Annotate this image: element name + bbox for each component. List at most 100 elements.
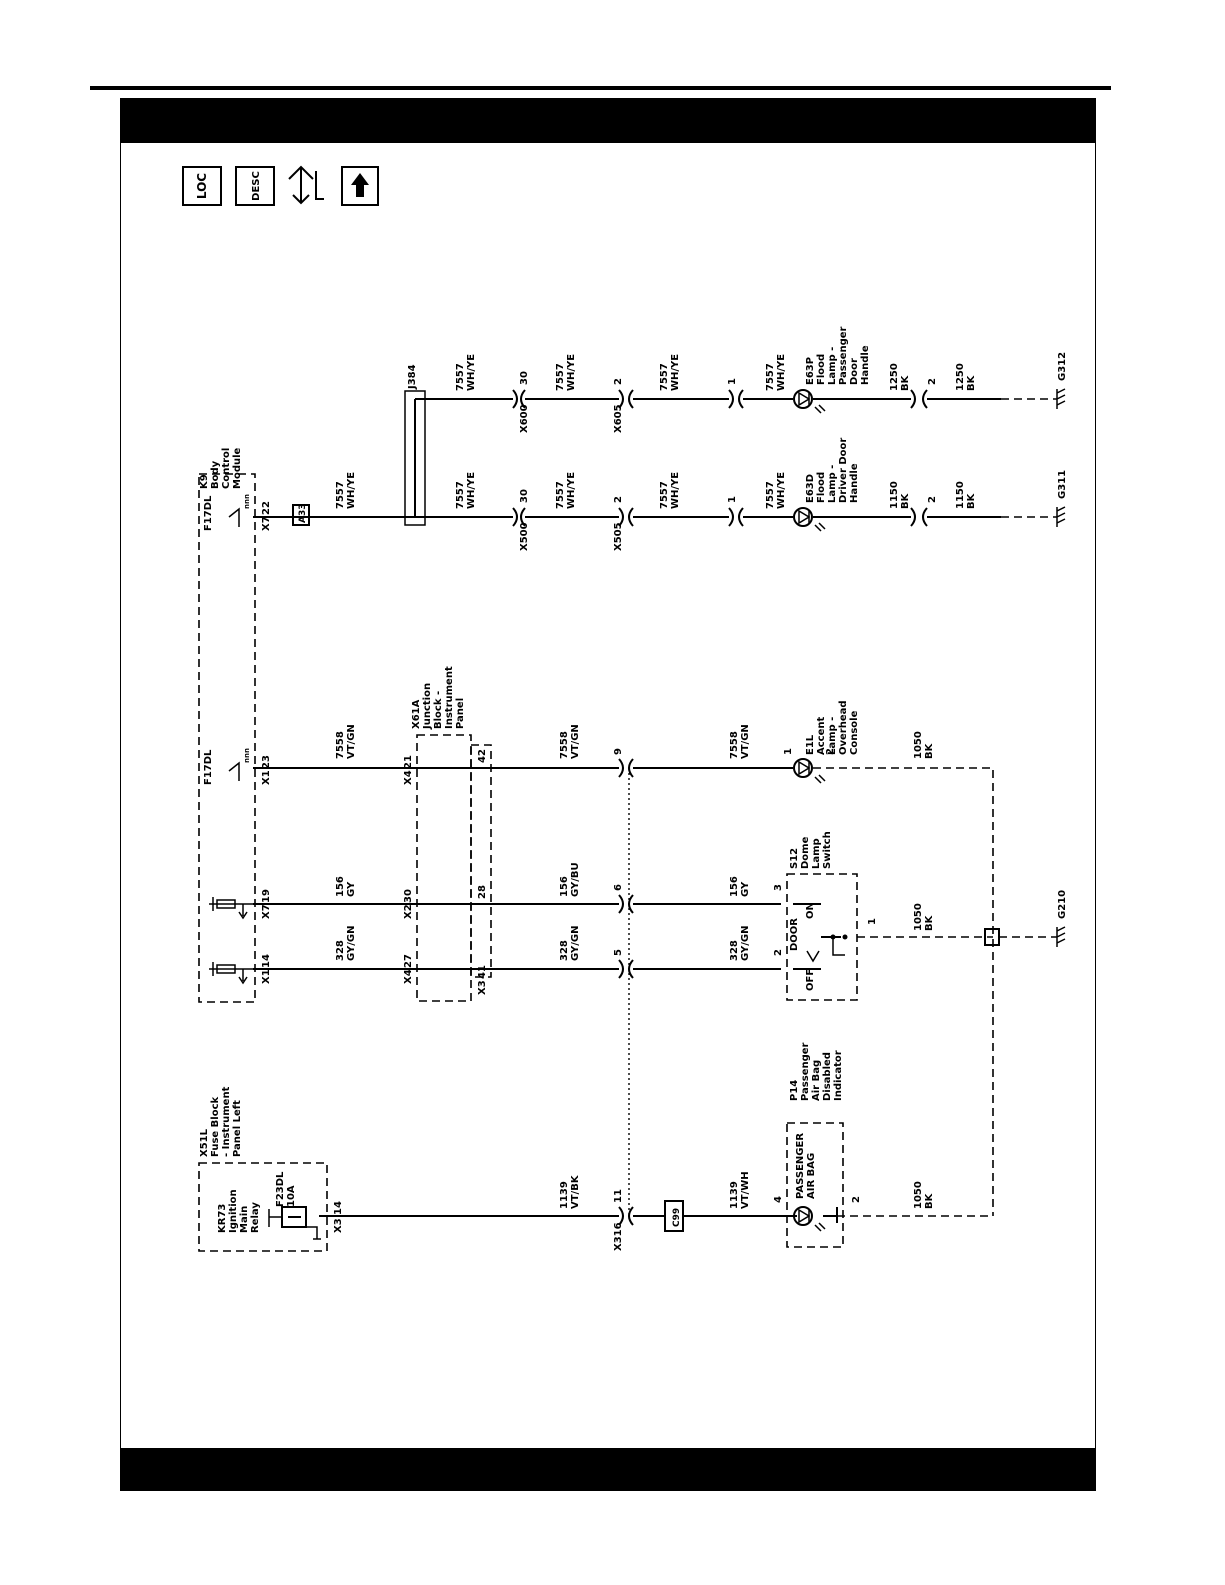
svg-text:PASSENGER: PASSENGER xyxy=(795,1133,806,1199)
svg-text:F17DL: F17DL xyxy=(203,495,214,531)
a33-label: A33 xyxy=(298,504,308,524)
svg-text:F23DL: F23DL xyxy=(275,1171,286,1207)
f23dl-label: F23DL 10A xyxy=(275,1171,297,1207)
header-bar xyxy=(121,99,1095,143)
svg-text:BK: BK xyxy=(900,374,911,391)
svg-text:1250: 1250 xyxy=(955,363,966,391)
svg-text:Handle: Handle xyxy=(860,345,871,385)
svg-text:1139: 1139 xyxy=(559,1181,570,1209)
svg-text:1150: 1150 xyxy=(955,481,966,509)
svg-text:Dome: Dome xyxy=(800,836,811,869)
svg-text:30: 30 xyxy=(519,489,530,503)
x51l-label: X51L Fuse Block - Instrument Panel Left xyxy=(199,1086,243,1157)
svg-text:7558: 7558 xyxy=(335,731,346,759)
svg-text:Passenger: Passenger xyxy=(800,1042,811,1101)
svg-text:Flood: Flood xyxy=(816,472,827,503)
e63d-lamp-icon xyxy=(793,507,826,532)
nnn-a: nnn xyxy=(243,748,251,763)
bcm-input-circuits xyxy=(209,897,253,985)
svg-text:WH/YE: WH/YE xyxy=(466,472,477,509)
svg-text:Ignition: Ignition xyxy=(228,1189,239,1233)
pin-x3-14: X3 14 xyxy=(333,1201,344,1233)
svg-text:2: 2 xyxy=(927,378,938,385)
e1l-label: E1L Accent Lamp - Overhead Console xyxy=(805,700,860,755)
svg-text:7557: 7557 xyxy=(659,481,670,509)
svg-text:7557: 7557 xyxy=(455,363,466,391)
svg-text:Lamp -: Lamp - xyxy=(827,717,838,755)
svg-text:2: 2 xyxy=(825,748,836,755)
p14-label: P14 Passenger Air Bag Disabled Indicator xyxy=(789,1042,844,1101)
svg-text:WH/YE: WH/YE xyxy=(670,354,681,391)
svg-text:X4: X4 xyxy=(403,969,414,984)
svg-text:X4: X4 xyxy=(403,770,414,785)
x600-label: X600 xyxy=(519,404,530,433)
svg-text:1: 1 xyxy=(867,918,878,925)
svg-text:Accent: Accent xyxy=(816,717,827,755)
svg-text:3: 3 xyxy=(773,884,784,891)
svg-text:WH/YE: WH/YE xyxy=(466,354,477,391)
svg-text:1: 1 xyxy=(727,496,738,503)
svg-text:WH/YE: WH/YE xyxy=(776,354,787,391)
k9-body-control-module xyxy=(198,473,256,1003)
svg-text:Disabled: Disabled xyxy=(822,1052,833,1101)
ground-g311-icon xyxy=(1056,506,1066,527)
svg-text:AIR BAG: AIR BAG xyxy=(806,1153,817,1199)
svg-text:7557: 7557 xyxy=(455,481,466,509)
desc-icon-label: DESC xyxy=(251,171,262,201)
desc-icon[interactable]: DESC xyxy=(235,166,275,206)
svg-text:GY/BU: GY/BU xyxy=(570,862,581,897)
pin-jb-28: 28 xyxy=(477,885,488,899)
svg-text:E63D: E63D xyxy=(805,474,816,503)
kr73-label: KR73 Ignition Main Relay xyxy=(217,1189,261,1233)
svg-text:Panel: Panel xyxy=(455,698,466,729)
svg-text:X3: X3 xyxy=(333,1218,344,1233)
nnn-b: nnn xyxy=(243,494,251,509)
svg-text:Fuse Block: Fuse Block xyxy=(210,1096,221,1157)
svg-text:X51L: X51L xyxy=(199,1128,210,1157)
svg-text:23: 23 xyxy=(261,755,272,769)
svg-text:E63P: E63P xyxy=(805,357,816,385)
svg-text:7557: 7557 xyxy=(555,481,566,509)
svg-text:GY: GY xyxy=(346,881,357,897)
switch-on-label: ON xyxy=(805,902,816,919)
svg-text:1250: 1250 xyxy=(889,363,900,391)
up-arrow-icon[interactable] xyxy=(341,166,379,206)
svg-text:Switch: Switch xyxy=(822,831,833,869)
p14-led-icon xyxy=(793,1206,826,1232)
svg-text:156: 156 xyxy=(335,876,346,897)
svg-text:Door: Door xyxy=(849,358,860,385)
svg-text:Indicator: Indicator xyxy=(833,1050,844,1101)
diagram-frame: LOC DESC X51L Fuse Block - Instrument Pa… xyxy=(120,98,1096,1491)
svg-text:BK: BK xyxy=(924,742,935,759)
connector-info-icon[interactable] xyxy=(288,165,324,205)
x316-label: X316 xyxy=(613,1222,624,1251)
svg-text:Relay: Relay xyxy=(250,1202,261,1233)
svg-text:27: 27 xyxy=(403,954,414,968)
svg-text:X3: X3 xyxy=(477,980,488,995)
svg-text:X1: X1 xyxy=(261,969,272,984)
loc-icon[interactable]: LOC xyxy=(182,166,222,206)
g312-label: G312 xyxy=(1057,352,1068,381)
svg-text:1050: 1050 xyxy=(913,1181,924,1209)
ground-g312-icon xyxy=(1056,388,1066,409)
svg-text:1050: 1050 xyxy=(913,731,924,759)
svg-text:Main: Main xyxy=(239,1206,250,1233)
svg-text:BK: BK xyxy=(924,1192,935,1209)
x51l-fuse-block xyxy=(198,1162,328,1252)
svg-text:14: 14 xyxy=(261,954,272,968)
s12-switch-box xyxy=(786,873,858,1001)
switch-door-label: DOOR xyxy=(789,918,800,951)
svg-text:10A: 10A xyxy=(286,1185,297,1207)
svg-text:WH/YE: WH/YE xyxy=(566,354,577,391)
ground-g210-icon xyxy=(1056,926,1066,947)
svg-text:Driver Door: Driver Door xyxy=(838,438,849,503)
svg-text:- Instrument: - Instrument xyxy=(221,1086,232,1157)
svg-text:4: 4 xyxy=(773,1196,784,1203)
svg-text:Overhead: Overhead xyxy=(838,700,849,755)
svg-text:S12: S12 xyxy=(789,848,800,869)
svg-text:BK: BK xyxy=(966,492,977,509)
